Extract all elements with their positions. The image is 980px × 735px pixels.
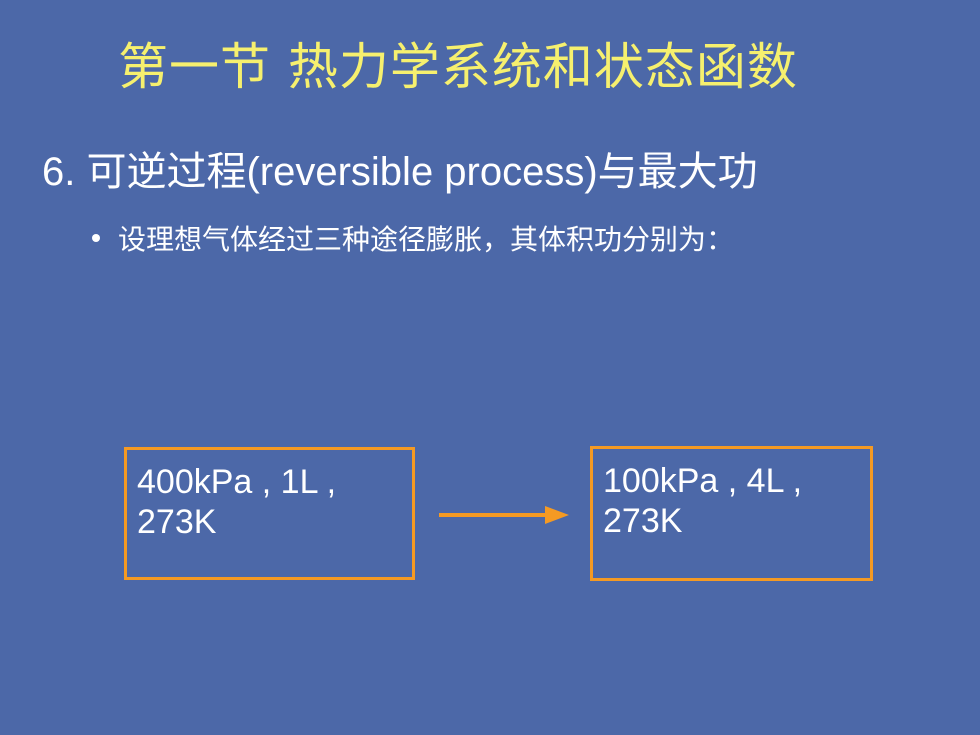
final-state-box: 100kPa , 4L , 273K <box>590 446 873 581</box>
slide-title: 第一节 热力学系统和状态函数 <box>118 38 798 96</box>
section-heading: 6. 可逆过程(reversible process)与最大功 <box>42 150 758 194</box>
initial-state-line-1: 400kPa , 1L , <box>137 463 337 501</box>
final-state-line-2: 273K <box>603 502 683 540</box>
initial-state-line-2: 273K <box>137 503 217 541</box>
arrow-right-icon <box>439 506 569 524</box>
bullet-text: 设理想气体经过三种途径膨胀，其体积功分别为： <box>118 223 735 256</box>
initial-state-box: 400kPa , 1L , 273K <box>124 447 415 580</box>
bullet-item: 设理想气体经过三种途径膨胀，其体积功分别为： <box>92 220 734 260</box>
bullet-dot-icon <box>92 234 100 242</box>
final-state-line-1: 100kPa , 4L , <box>603 462 803 500</box>
